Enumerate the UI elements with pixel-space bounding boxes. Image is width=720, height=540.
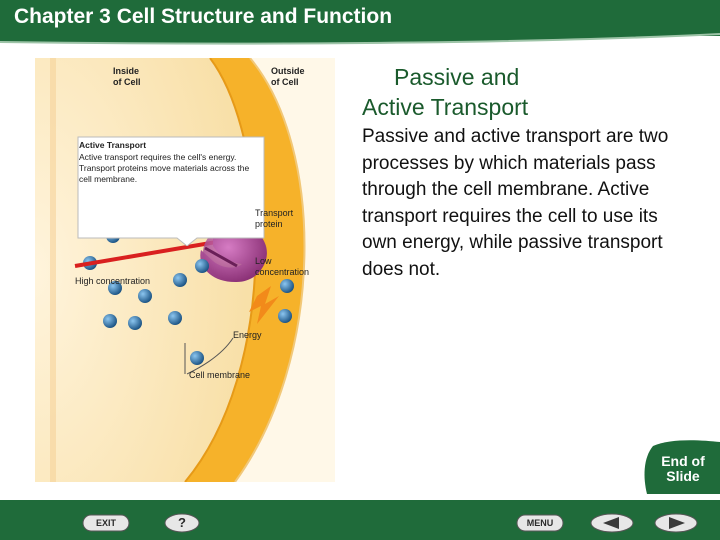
active-transport-figure: Inside of Cell Outside of Cell Active Tr… bbox=[35, 57, 335, 483]
cell-membrane bbox=[185, 58, 305, 482]
exit-button-label: EXIT bbox=[95, 518, 116, 528]
callout-box bbox=[77, 136, 265, 246]
molecule bbox=[138, 289, 152, 303]
end-of-slide-badge: End of Slide bbox=[641, 438, 720, 494]
chapter-title: Chapter 3 Cell Structure and Function bbox=[14, 5, 393, 28]
molecule bbox=[108, 281, 122, 295]
molecule bbox=[128, 316, 142, 330]
slide-heading: Passive and Active Transport bbox=[362, 62, 692, 122]
molecule bbox=[278, 309, 292, 323]
high-concentration-label: High concentration bbox=[75, 276, 151, 286]
low-concentration-label: Low concentration bbox=[255, 256, 310, 277]
energy-bolt bbox=[249, 286, 279, 324]
end-of-slide-label: End of Slide bbox=[651, 454, 715, 484]
transport-protein bbox=[195, 224, 267, 283]
cell-membrane-label: Cell membrane bbox=[189, 370, 251, 380]
molecule bbox=[168, 311, 182, 325]
end-of-slide-shape bbox=[644, 440, 720, 494]
end-of-slide-line-1: End of bbox=[661, 453, 705, 469]
menu-button[interactable]: MENU bbox=[516, 514, 564, 532]
menu-button-label: MENU bbox=[526, 518, 554, 528]
footer-bar: EXIT ? MENU bbox=[0, 500, 720, 540]
header-curve bbox=[0, 28, 720, 45]
callout-title: Active Transport bbox=[79, 140, 147, 150]
next-slide-button[interactable] bbox=[654, 513, 698, 533]
molecule bbox=[103, 314, 117, 328]
previous-slide-button[interactable] bbox=[590, 513, 634, 533]
inside-of-cell-label: Inside of Cell bbox=[113, 66, 141, 87]
outside-of-cell-label: Outside of Cell bbox=[271, 66, 305, 87]
right-arrow-icon bbox=[654, 513, 698, 533]
exit-button[interactable]: EXIT bbox=[82, 514, 130, 532]
transport-protein-label: Transport protein bbox=[255, 208, 294, 229]
heading-line-2: Active Transport bbox=[362, 94, 529, 120]
molecule bbox=[173, 273, 187, 287]
exit-button-shape bbox=[82, 514, 130, 532]
molecule bbox=[195, 259, 209, 273]
menu-button-shape bbox=[516, 514, 564, 532]
end-of-slide-line-2: Slide bbox=[666, 468, 700, 484]
slide-body-text: Passive and active transport are two pro… bbox=[362, 126, 669, 280]
energy-label: Energy bbox=[233, 330, 262, 340]
molecule bbox=[190, 351, 204, 365]
left-arrow-icon bbox=[590, 513, 634, 533]
callout-body: Active transport requires the cell's ene… bbox=[79, 152, 250, 184]
help-icon: ? bbox=[178, 515, 186, 530]
molecule bbox=[280, 279, 294, 293]
heading-line-1: Passive and bbox=[394, 64, 520, 90]
help-button[interactable]: ? bbox=[164, 513, 200, 533]
help-button-shape bbox=[164, 513, 200, 533]
